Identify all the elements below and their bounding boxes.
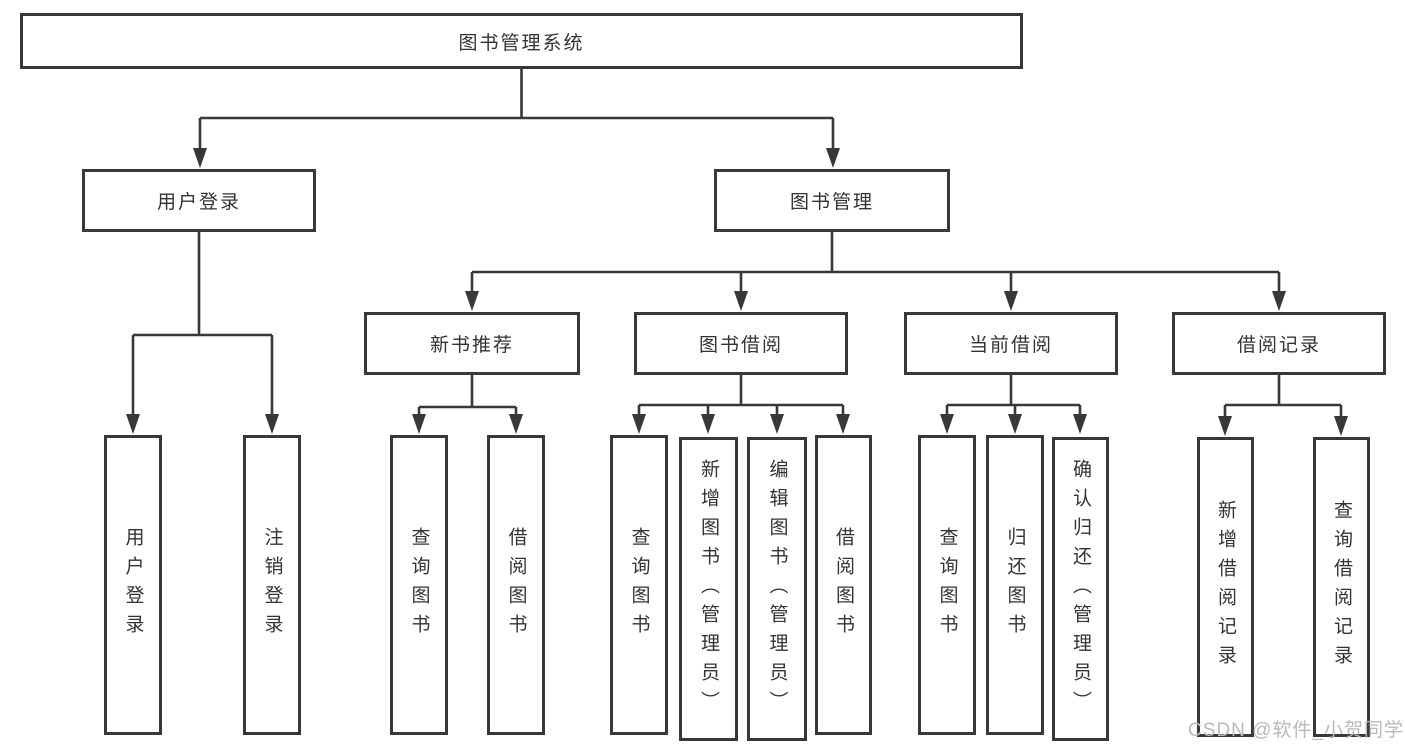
arrow-down-icon: [770, 414, 784, 434]
arrow-down-icon: [193, 148, 207, 168]
arrow-down-icon: [701, 414, 715, 434]
node-label: 查询借阅记录: [1331, 500, 1352, 674]
node-label: 用户登录: [156, 192, 241, 213]
node-label: 用户登录: [122, 527, 144, 643]
connector-paths: [131, 69, 1343, 419]
leaf-query-borrow-record: 查询借阅记录: [1313, 437, 1370, 737]
node-label: 查询图书: [628, 527, 650, 643]
node-label: 注销登录: [261, 527, 283, 643]
node-book-borrow: 图书借阅: [634, 312, 848, 375]
leaf-user-login: 用户登录: [104, 435, 162, 735]
node-label: 归还图书: [1004, 527, 1026, 643]
node-borrow-records: 借阅记录: [1172, 312, 1386, 375]
leaf-query-books-borrow: 查询图书: [610, 435, 668, 735]
arrow-down-icon: [1334, 416, 1348, 436]
arrow-down-icon: [126, 414, 140, 434]
node-label: 新书推荐: [429, 335, 514, 356]
arrow-down-icon: [1004, 291, 1018, 311]
node-label: 图书管理: [789, 192, 874, 213]
arrow-down-icon: [836, 414, 850, 434]
csdn-watermark: CSDN @软件_小贺同学: [1188, 720, 1404, 741]
leaf-add-borrow-record: 新增借阅记录: [1197, 437, 1254, 737]
arrow-down-icon: [940, 414, 954, 434]
node-label: 新增借阅记录: [1215, 500, 1236, 674]
node-book-management: 图书管理: [714, 169, 950, 232]
leaf-query-books-current: 查询图书: [918, 435, 976, 735]
node-label: 当前借阅: [968, 335, 1053, 356]
arrow-down-icon: [1008, 414, 1022, 434]
arrow-down-icon: [632, 414, 646, 434]
arrow-down-icon: [1272, 291, 1286, 311]
node-label: 借阅图书: [505, 527, 527, 643]
node-current-borrow: 当前借阅: [904, 312, 1118, 375]
leaf-confirm-return-admin: 确认归还（管理员）: [1052, 437, 1109, 741]
node-label: 编辑图书（管理员）: [766, 458, 788, 720]
arrow-down-icon: [265, 414, 279, 434]
node-label: 图书管理系统: [458, 32, 585, 54]
arrow-down-icon: [1218, 416, 1232, 436]
node-label: 图书借阅: [698, 335, 783, 356]
arrow-down-icon: [826, 148, 840, 168]
node-label: 查询图书: [936, 527, 958, 643]
leaf-logout: 注销登录: [243, 435, 301, 735]
node-label: 查询图书: [408, 527, 430, 643]
leaf-return-books: 归还图书: [986, 435, 1044, 735]
leaf-add-books-admin: 新增图书（管理员）: [679, 437, 738, 741]
node-label: 确认归还（管理员）: [1070, 458, 1091, 720]
arrowheads: [126, 148, 1348, 436]
leaf-edit-books-admin: 编辑图书（管理员）: [747, 437, 807, 741]
node-library-system: 图书管理系统: [20, 13, 1023, 69]
leaf-query-books-recommend: 查询图书: [390, 435, 448, 735]
node-user-login-group: 用户登录: [82, 169, 316, 232]
leaf-borrow-books-recommend: 借阅图书: [487, 435, 545, 735]
arrow-down-icon: [412, 414, 426, 434]
leaf-borrow-books: 借阅图书: [815, 435, 872, 735]
node-label: 借阅记录: [1236, 335, 1321, 356]
node-label: 借阅图书: [833, 527, 854, 643]
arrow-down-icon: [509, 414, 523, 434]
node-new-book-recommend: 新书推荐: [364, 312, 580, 375]
arrow-down-icon: [734, 291, 748, 311]
arrow-down-icon: [465, 291, 479, 311]
arrow-down-icon: [1073, 414, 1087, 434]
node-label: 新增图书（管理员）: [698, 458, 719, 720]
